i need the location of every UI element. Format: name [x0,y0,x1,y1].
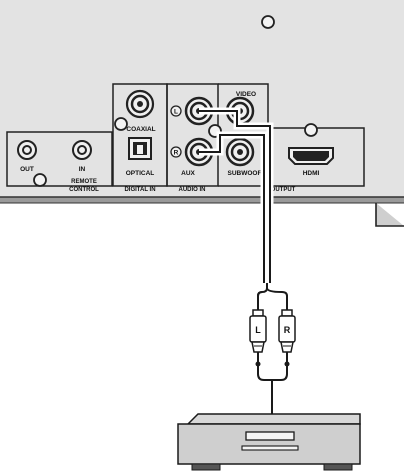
remote-out-jack[interactable] [17,140,37,160]
panel-screw-top [261,15,275,29]
left-plug-label: L [255,325,261,335]
output-group-label: OUTPUT [271,187,296,193]
remote-out-label: OUT [20,166,34,173]
subwoofer-out-jack[interactable] [225,137,255,167]
right-plug-label: R [284,325,291,335]
left-rca-plug: L [249,309,267,367]
coaxial-label: COAXIAL [126,126,155,133]
remote-screw [33,173,47,187]
subwoofer-label: SUBWOOFER [228,170,271,177]
hdmi-label: HDMI [303,170,320,177]
output-screw [304,123,318,137]
hdmi-port[interactable] [288,147,334,165]
left-channel-marker: L [170,105,182,117]
remote-control-group-line1: REMOTE [71,179,97,185]
remote-control-group-line2: CONTROL [69,187,99,193]
right-rca-plug: R [278,309,296,367]
right-channel-marker: R [170,146,182,158]
svg-text:L: L [174,109,178,116]
optical-label: OPTICAL [126,170,155,177]
aux-label: AUX [181,170,195,177]
video-label: VIDEO [236,91,256,98]
optical-jack[interactable] [128,137,152,160]
rca-cable [199,107,288,310]
audio-in-group-label: AUDIO IN [179,187,206,193]
device-foot [375,203,404,227]
svg-text:R: R [174,150,179,157]
remote-control-section: OUT IN REMOTE CONTROL [6,131,113,193]
output-section: VIDEO SUBWOOFER HDMI OUTPUT [218,83,365,193]
digital-screw [114,117,128,131]
remote-in-label: IN [79,166,86,173]
digital-in-group-label: DIGITAL IN [124,187,155,193]
lower-cable [257,366,288,414]
coaxial-jack[interactable] [125,89,155,119]
external-audio-device [177,413,361,471]
remote-in-jack[interactable] [72,140,92,160]
